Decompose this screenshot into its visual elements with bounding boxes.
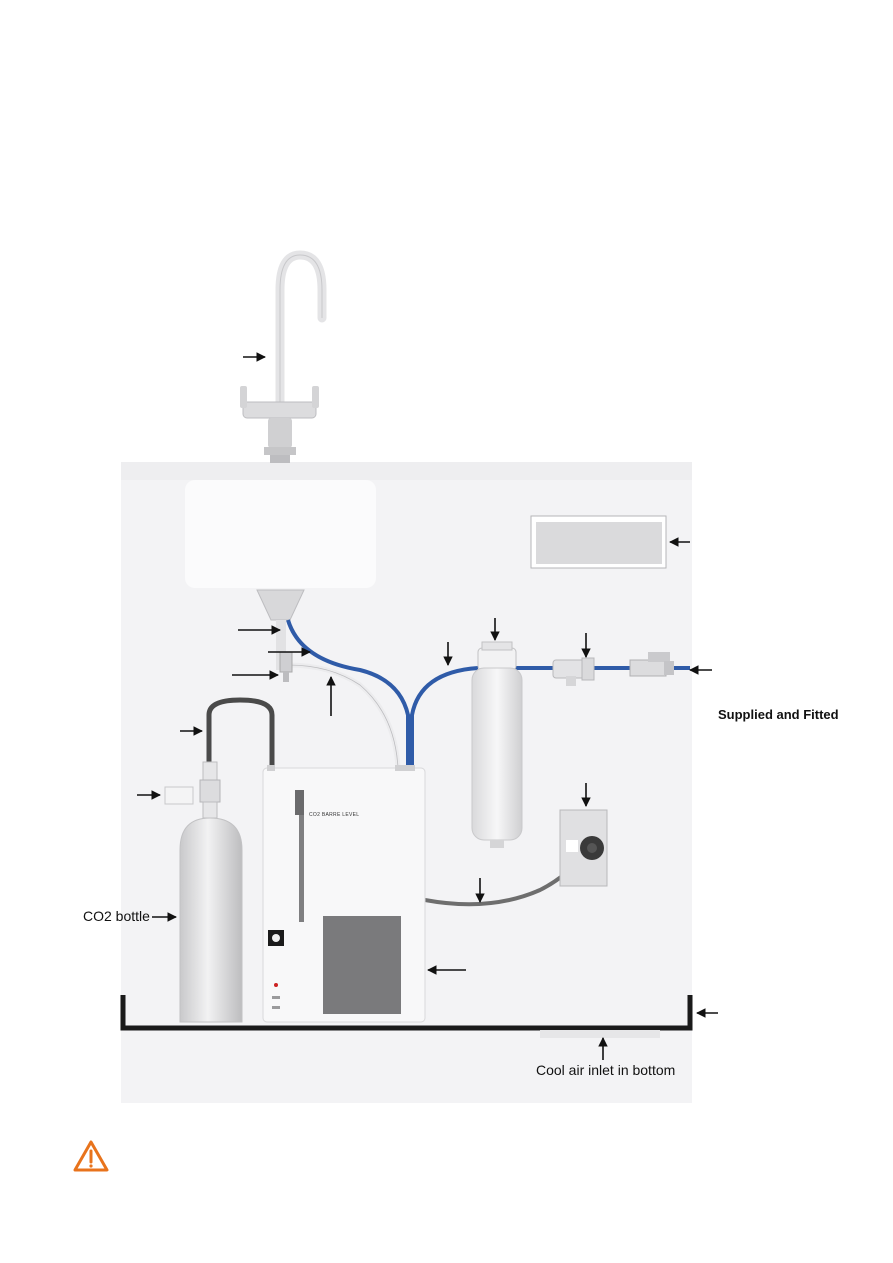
cool-air-inlet-label: Cool air inlet in bottom <box>536 1062 676 1078</box>
tap <box>240 250 327 463</box>
co2-hose <box>206 697 275 768</box>
water-filter <box>471 641 523 848</box>
sink-bowl <box>185 480 376 588</box>
blue-pipe-left <box>286 619 410 768</box>
worktop <box>121 462 692 480</box>
supplied-and-fitted-label: Supplied and Fitted <box>718 707 839 722</box>
isolation-valve <box>629 659 667 677</box>
co2-bottle-label: CO2 bottle <box>83 908 150 924</box>
co2-bottle <box>164 761 243 1023</box>
power-socket <box>559 809 608 887</box>
warning-triangle-icon <box>73 1140 109 1172</box>
chiller-unit <box>262 765 426 1023</box>
callout-arrows <box>137 352 718 1060</box>
co2-gauge-label: CO2 BARRE LEVEL <box>309 812 360 818</box>
cabinet-base <box>120 995 693 1031</box>
blue-pipe-right <box>410 666 479 768</box>
